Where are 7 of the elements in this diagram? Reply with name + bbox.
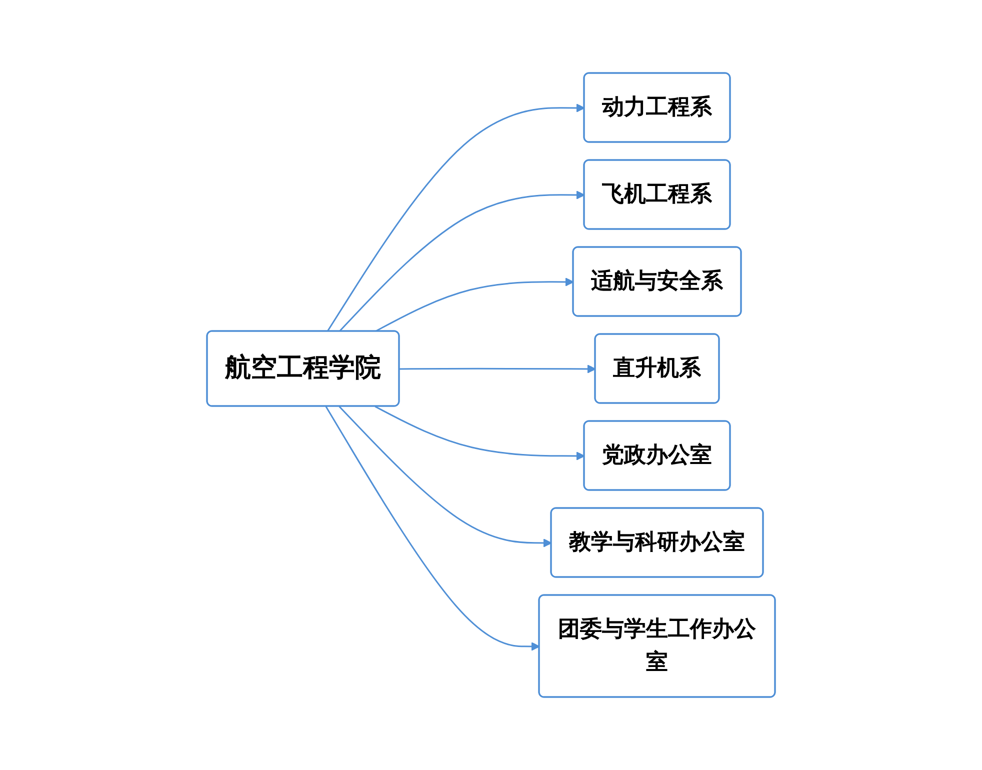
arrow xyxy=(374,278,574,332)
arrow xyxy=(325,406,540,651)
arrow xyxy=(374,406,585,460)
arrow xyxy=(338,406,552,548)
arrow xyxy=(326,104,585,332)
arrow xyxy=(338,190,585,332)
arrow xyxy=(400,364,596,374)
